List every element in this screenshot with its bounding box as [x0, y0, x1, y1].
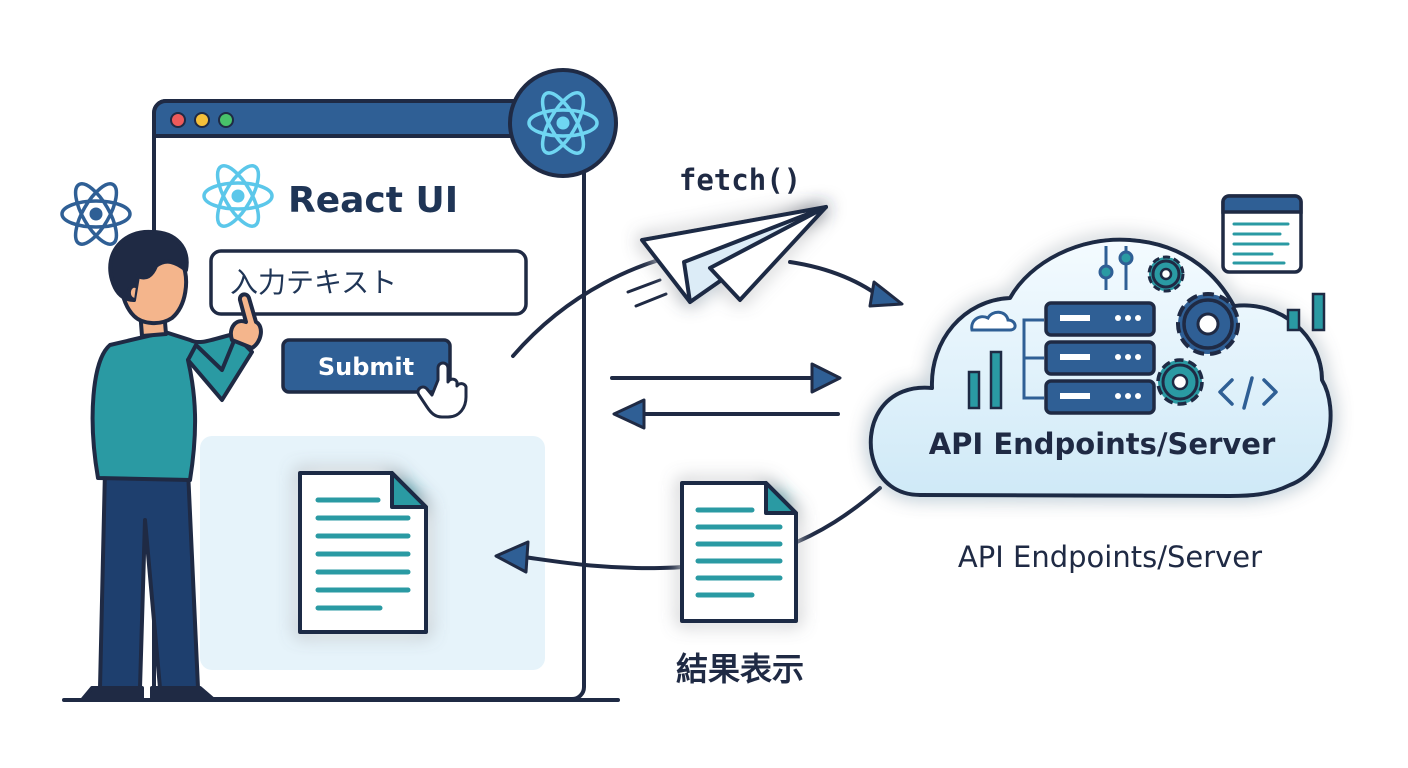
hand-cursor-icon — [416, 361, 468, 419]
floating-react-icon — [60, 176, 132, 252]
react-ui-title: React UI — [288, 180, 458, 221]
code-window-icon — [1221, 194, 1303, 274]
submit-button-label: Submit — [318, 353, 414, 381]
small-cloud-icon — [970, 310, 1017, 332]
response-curve — [522, 486, 882, 571]
gear-icon-small — [1147, 255, 1185, 293]
cloud-server: API Endpoints/Server — [868, 237, 1333, 498]
request-curve-2 — [788, 260, 886, 302]
text-input-value: 入力テキスト — [230, 266, 397, 299]
response-document-icon — [680, 481, 798, 623]
motion-lines — [626, 278, 668, 308]
window-maximize-icon[interactable] — [218, 112, 234, 128]
sliders-icon — [1098, 246, 1134, 290]
gear-icon-large — [1176, 292, 1240, 356]
react-badge-icon — [508, 68, 618, 178]
gear-icon-medium — [1156, 358, 1204, 406]
text-input[interactable]: 入力テキスト — [209, 249, 528, 316]
server-caption: API Endpoints/Server — [958, 540, 1262, 574]
fetch-label: fetch() — [679, 163, 801, 197]
request-arrowhead — [868, 280, 904, 308]
bar-chart-icon-right — [1286, 292, 1326, 332]
window-minimize-icon[interactable] — [194, 112, 210, 128]
result-label: 結果表示 — [676, 650, 804, 688]
server-rack-icon — [1044, 301, 1156, 415]
paper-plane-icon — [640, 205, 828, 304]
code-icon — [1218, 376, 1278, 410]
result-document-icon — [298, 471, 428, 634]
browser-window: React UI 入力テキスト Submit — [152, 68, 618, 701]
cloud-label: API Endpoints/Server — [929, 427, 1276, 461]
window-close-icon[interactable] — [170, 112, 186, 128]
exchange-arrows — [610, 362, 842, 430]
submit-button[interactable]: Submit — [281, 338, 452, 394]
response-arrowhead — [494, 540, 530, 574]
person-illustration — [80, 229, 263, 702]
bar-chart-icon — [967, 350, 1003, 410]
